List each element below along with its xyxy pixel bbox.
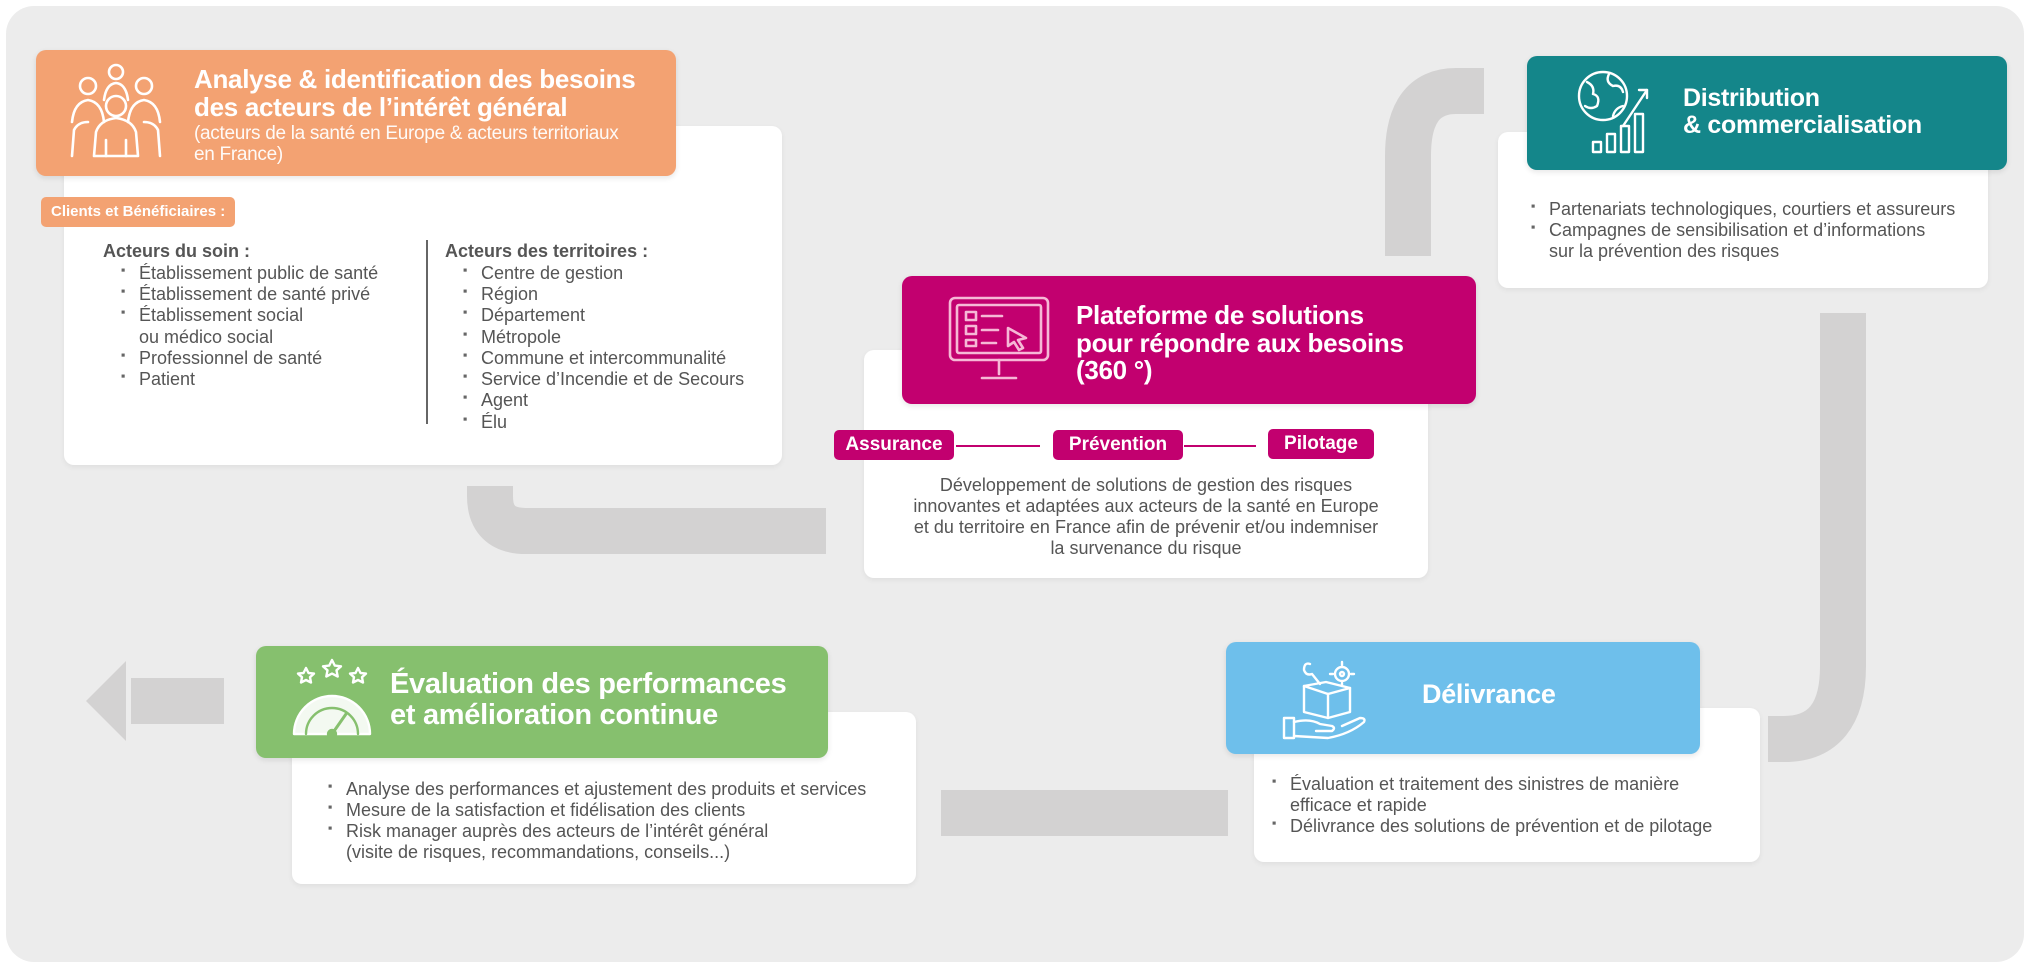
connector-analyse-to-plateforme bbox=[467, 486, 826, 554]
plateforme-title: Plateforme de solutions pour répondre au… bbox=[1076, 300, 1404, 386]
connector-plateforme-to-distribution bbox=[1385, 68, 1484, 256]
acteurs-soin-heading: Acteurs du soin : bbox=[103, 241, 251, 261]
plateforme-header: Plateforme de solutions pour répondre au… bbox=[902, 276, 1476, 404]
plateforme-description: Développement de solutions de gestion de… bbox=[864, 475, 1428, 559]
plateforme-title-line2: pour répondre aux besoins bbox=[1076, 327, 1404, 358]
plateforme-desc-line: la survenance du risque bbox=[1050, 538, 1242, 559]
list-item-text: Établissement social bbox=[139, 305, 304, 326]
list-item: Campagnes de sensibilisation et d’inform… bbox=[1529, 220, 1955, 262]
list-item: Patient bbox=[119, 369, 378, 390]
evaluation-title: Évaluation des performances et améliorat… bbox=[390, 668, 787, 731]
list-item-text: Campagnes de sensibilisation et d’inform… bbox=[1549, 220, 1926, 241]
acteurs-soin: Acteurs du soin : Établissement public d… bbox=[103, 241, 378, 390]
pill-connector-1 bbox=[956, 445, 1040, 447]
distribution-title-line2: & commercialisation bbox=[1683, 110, 1922, 139]
list-item: Établissement de santé privé bbox=[119, 284, 378, 305]
list-item: Métropole bbox=[461, 327, 744, 348]
analyse-header: Analyse & identification des besoins des… bbox=[36, 50, 676, 176]
list-item-text: efficace et rapide bbox=[1290, 795, 1427, 816]
diagram-canvas: Analyse & identification des besoins des… bbox=[6, 6, 2024, 962]
plateforme-title-line3: (360 °) bbox=[1076, 355, 1153, 386]
acteurs-territoires-list: Centre de gestion Région Département Mét… bbox=[461, 263, 744, 433]
acteurs-territoires-heading: Acteurs des territoires : bbox=[445, 241, 649, 261]
process-connectors bbox=[86, 68, 1866, 836]
list-item: Établissement public de santé bbox=[119, 263, 378, 284]
acteurs-soin-list: Établissement public de santé Établissem… bbox=[119, 263, 378, 390]
list-item: Commune et intercommunalité bbox=[461, 348, 744, 369]
gauge-stars-icon bbox=[288, 658, 376, 751]
evaluation-list: Analyse des performances et ajustement d… bbox=[326, 779, 866, 863]
evaluation-title-line1: Évaluation des performances bbox=[390, 668, 787, 700]
assurance-pill: Assurance bbox=[834, 430, 954, 460]
list-item: Service d’Incendie et de Secours bbox=[461, 369, 744, 390]
list-item: Agent bbox=[461, 390, 744, 411]
list-item: Centre de gestion bbox=[461, 263, 744, 284]
box-hand-icon bbox=[1280, 656, 1370, 747]
distribution-list: Partenariats technologiques, courtiers e… bbox=[1529, 199, 1955, 262]
list-item: Risk manager auprès des acteurs de l’int… bbox=[326, 821, 866, 863]
plateforme-desc-line: et du territoire en France afin de préve… bbox=[913, 517, 1379, 538]
delivrance-title: Délivrance bbox=[1422, 679, 1556, 709]
plateforme-title-line1: Plateforme de solutions bbox=[1076, 300, 1364, 330]
distribution-header: Distribution & commercialisation bbox=[1527, 56, 2007, 170]
analyse-title: Analyse & identification des besoins des… bbox=[194, 64, 636, 166]
list-item: Professionnel de santé bbox=[119, 348, 378, 369]
connector-distribution-to-delivrance bbox=[1768, 313, 1866, 762]
list-item: Partenariats technologiques, courtiers e… bbox=[1529, 199, 1955, 220]
pilotage-pill: Pilotage bbox=[1268, 429, 1374, 459]
list-item: Évaluation et traitement des sinistres d… bbox=[1270, 774, 1712, 816]
list-item: Élu bbox=[461, 412, 744, 433]
analyse-subtitle-line2: en France) bbox=[194, 144, 283, 166]
evaluation-title-line2: et amélioration continue bbox=[390, 698, 718, 731]
list-item-text: Risk manager auprès des acteurs de l’int… bbox=[346, 821, 769, 842]
pill-connector-2 bbox=[1184, 445, 1256, 447]
acteurs-territoires: Acteurs des territoires : Centre de gest… bbox=[445, 241, 744, 433]
analyse-subtitle-line1: (acteurs de la santé en Europe & acteurs… bbox=[194, 123, 619, 145]
clients-badge: Clients et Bénéficiaires : bbox=[41, 197, 236, 227]
list-item-text: sur la prévention des risques bbox=[1549, 241, 1780, 262]
list-item: Analyse des performances et ajustement d… bbox=[326, 779, 866, 800]
arrow-left-icon bbox=[86, 661, 126, 741]
column-divider bbox=[426, 240, 428, 424]
analyse-title-line2: des acteurs de l’intérêt général bbox=[194, 91, 568, 122]
list-item-text: Évaluation et traitement des sinistres d… bbox=[1290, 774, 1680, 794]
list-item: Délivrance des solutions de prévention e… bbox=[1270, 816, 1712, 837]
people-group-icon bbox=[66, 60, 166, 165]
monitor-icon bbox=[946, 294, 1052, 391]
delivrance-list: Évaluation et traitement des sinistres d… bbox=[1270, 774, 1712, 837]
list-item-text: ou médico social bbox=[139, 326, 274, 347]
list-item-text: (visite de risques, recommandations, con… bbox=[346, 842, 731, 863]
plateforme-desc-line: innovantes et adaptées aux acteurs de la… bbox=[913, 496, 1379, 517]
distribution-title: Distribution & commercialisation bbox=[1683, 85, 1922, 138]
prevention-pill: Prévention bbox=[1053, 430, 1183, 460]
list-item: Mesure de la satisfaction et fidélisatio… bbox=[326, 800, 866, 821]
list-item: Région bbox=[461, 284, 744, 305]
globe-growth-icon bbox=[1573, 66, 1657, 163]
plateforme-desc-line: Développement de solutions de gestion de… bbox=[939, 475, 1353, 495]
list-item: Département bbox=[461, 305, 744, 326]
evaluation-header: Évaluation des performances et améliorat… bbox=[256, 646, 828, 758]
distribution-title-line1: Distribution bbox=[1683, 84, 1820, 112]
analyse-title-line1: Analyse & identification des besoins bbox=[194, 64, 636, 94]
delivrance-header: Délivrance bbox=[1226, 642, 1700, 754]
